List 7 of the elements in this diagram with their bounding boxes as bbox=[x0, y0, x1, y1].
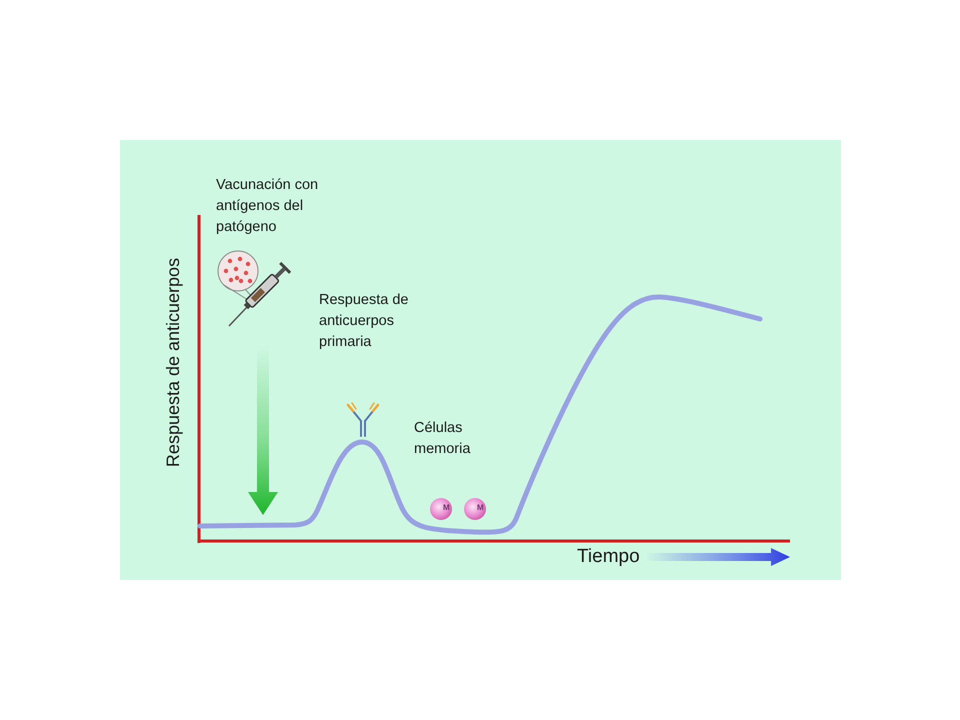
annotation-text: Respuesta de anticuerpos primaria bbox=[319, 291, 410, 352]
annotation-text: Vacunación con antígenos del patógeno bbox=[216, 176, 320, 237]
annotation-text: Células memoria bbox=[414, 419, 472, 459]
axis-title: Respuesta de anticuerpos bbox=[162, 257, 184, 467]
cell-letter: M bbox=[477, 503, 484, 513]
axis-title: Tiempo bbox=[577, 546, 640, 568]
cell-letter: M bbox=[443, 503, 450, 513]
